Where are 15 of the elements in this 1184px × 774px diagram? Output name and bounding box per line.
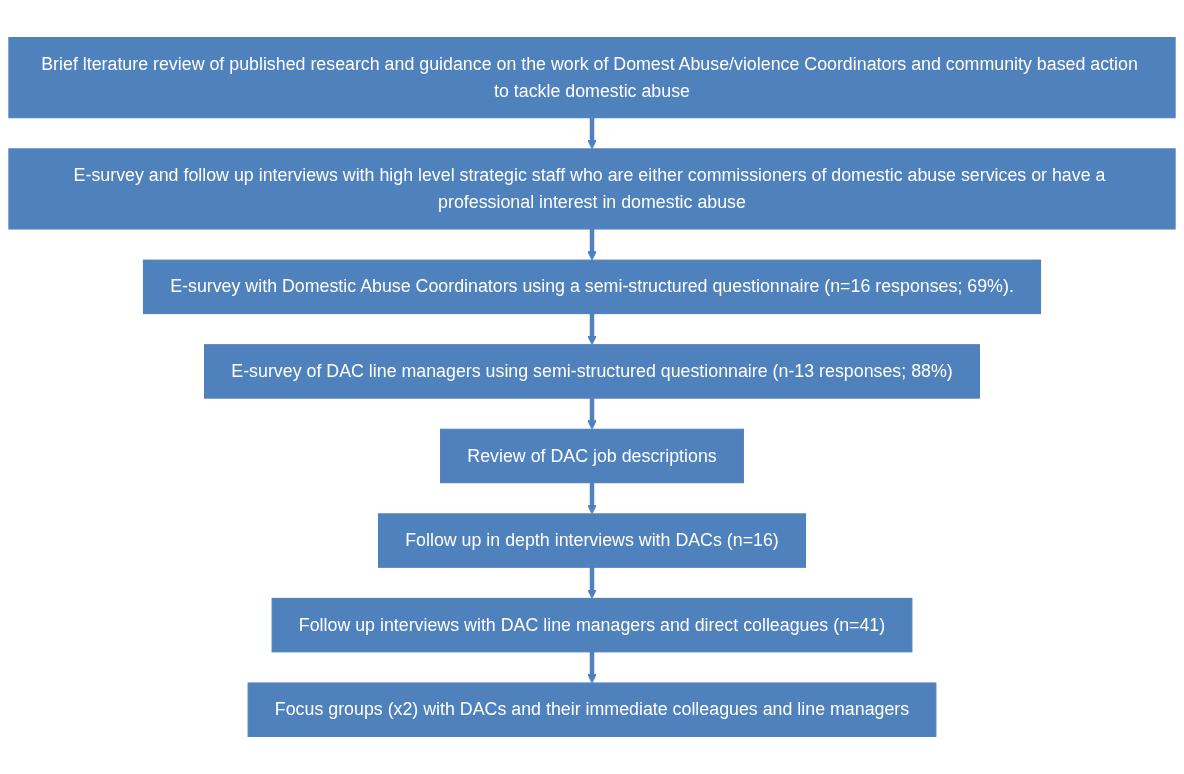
node-box: Focus groups (x2) with DACs and their immediate colleagues and line managers <box>247 682 937 737</box>
arrow <box>587 482 597 515</box>
node-box: E-survey with Domestic Abuse Coordinators using a semi-structured questionnaire (n=16 responses; 69%). <box>142 259 1042 315</box>
node-box: Follow up in depth interviews with DACs (n=16) <box>377 513 807 568</box>
node-box: E-survey of DAC line managers using semi-structured questionnaire (n-13 responses; 88%) <box>204 344 980 399</box>
arrow <box>587 117 597 150</box>
node-box: Follow up interviews with DAC line managers and direct colleagues (n=41) <box>271 597 913 653</box>
arrow <box>587 651 597 684</box>
arrow <box>587 398 597 430</box>
arrow <box>587 567 597 599</box>
node-box: E-survey and follow up interviews with high level strategic staff who are either commissioners of domestic abuse services or have a professional interest in domestic abuse <box>8 148 1176 230</box>
arrow <box>587 229 597 261</box>
node-box: Brief lterature review of published research and guidance on the work of Domest Abuse/violence Coordinators and community based action to tackle domestic abuse <box>8 37 1176 119</box>
arrow <box>587 313 597 346</box>
node-box: Review of DAC job descriptions <box>440 428 744 484</box>
